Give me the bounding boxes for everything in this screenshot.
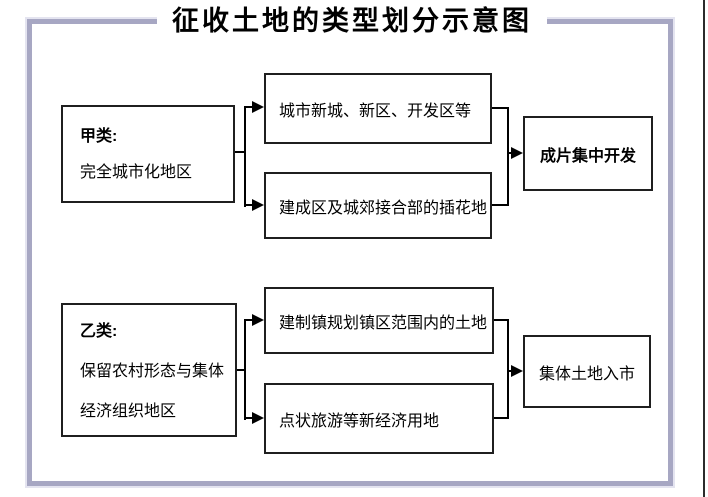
connector-a-trunk	[244, 106, 246, 207]
page-edge-line	[703, 0, 705, 497]
result-box-collective-land-market: 集体土地入市	[523, 335, 651, 408]
connector-b-branch-bottom	[246, 417, 254, 419]
arrow-right-icon	[511, 147, 523, 159]
type-box-tourism-land: 点状旅游等新经济用地	[264, 383, 494, 454]
connector-a-branch-top	[246, 106, 254, 108]
source-box-class-b: 乙类: 保留农村形态与集体 经济组织地区	[61, 303, 237, 437]
source-box-class-b-desc-line1: 保留农村形态与集体	[80, 363, 225, 380]
connector-r1-trunk	[507, 107, 509, 206]
connector-b-branch-top	[246, 319, 254, 321]
connector-b-trunk	[244, 319, 246, 420]
type-box-tourism-land-label: 点状旅游等新经济用地	[279, 412, 440, 430]
source-box-class-b-desc-line2: 经济组织地区	[80, 403, 177, 420]
type-box-built-up-area: 建成区及城郊接合部的插花地	[264, 172, 492, 239]
connector-m4-out	[494, 417, 508, 419]
connector-m1-out	[492, 107, 508, 109]
arrow-right-icon	[252, 101, 264, 113]
result-box-collective-land-market-label: 集体土地入市	[538, 365, 635, 383]
diagram-title: 征收土地的类型划分示意图	[157, 4, 547, 38]
connector-b-stub	[236, 369, 246, 371]
type-box-built-up-area-label: 建成区及城郊接合部的插花地	[279, 199, 488, 217]
source-box-class-a: 甲类: 完全城市化地区	[61, 105, 235, 203]
type-box-new-city-label: 城市新城、新区、开发区等	[279, 102, 472, 120]
result-box-concentrated-development: 成片集中开发	[523, 116, 653, 191]
type-box-town-planning-land-label: 建制镇规划镇区范围内的土地	[279, 314, 488, 332]
source-box-class-a-label: 甲类:	[80, 128, 118, 145]
arrow-right-icon	[252, 199, 264, 211]
source-box-class-b-label: 乙类:	[80, 323, 118, 340]
source-box-class-a-desc: 完全城市化地区	[80, 164, 193, 181]
connector-r2-trunk	[507, 319, 509, 419]
type-box-town-planning-land: 建制镇规划镇区范围内的土地	[264, 287, 494, 354]
connector-m3-out	[494, 319, 508, 321]
connector-a-stub	[234, 151, 246, 153]
arrow-right-icon	[511, 365, 523, 377]
arrow-right-icon	[252, 412, 264, 424]
arrow-right-icon	[252, 314, 264, 326]
connector-a-branch-bottom	[246, 204, 254, 206]
result-box-concentrated-development-label: 成片集中开发	[539, 147, 636, 165]
connector-m2-out	[492, 204, 508, 206]
type-box-new-city: 城市新城、新区、开发区等	[264, 73, 492, 144]
